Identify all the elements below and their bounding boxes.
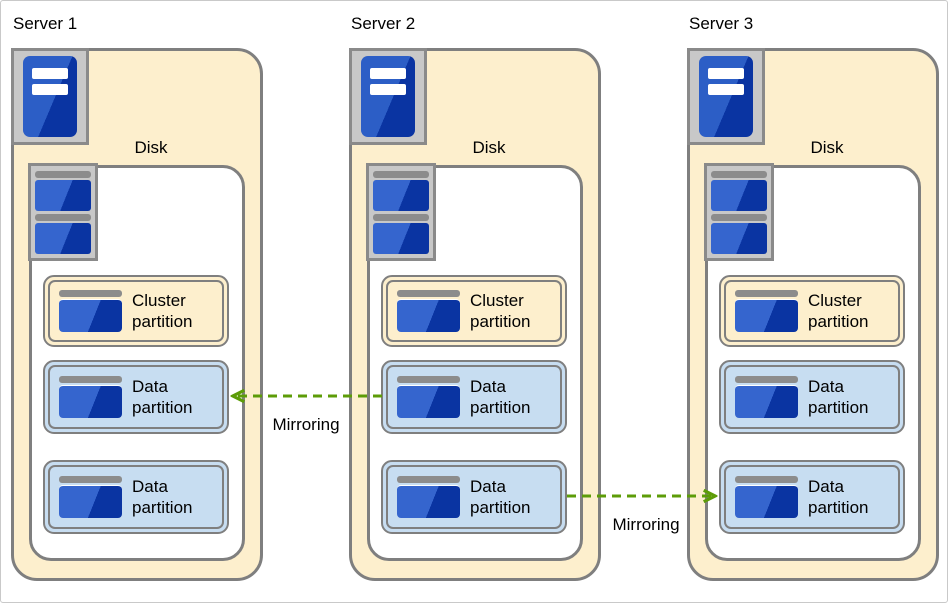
partition-label: Cluster partition (808, 291, 869, 331)
partition-icon (59, 376, 122, 418)
server-group-2: Server 2 Disk Cluster partition Data par… (349, 1, 601, 602)
disk-drive-icon (28, 163, 98, 261)
server-tower-slot (370, 84, 406, 95)
partition-label: Data partition (132, 477, 193, 517)
partition-label: Data partition (470, 377, 531, 417)
disk-label: Disk (810, 138, 844, 157)
disk-platter-icon (711, 170, 767, 211)
partition-label: Cluster partition (470, 291, 531, 331)
disk-platter-icon (373, 170, 429, 211)
server-icon (349, 48, 427, 145)
server-tower-slot (370, 68, 406, 79)
server-icon (687, 48, 765, 145)
partition-label: Data partition (808, 477, 869, 517)
data-partition-box: Data partition (381, 360, 567, 434)
partition-label: Cluster partition (132, 291, 193, 331)
data-partition-box: Data partition (381, 460, 567, 534)
partition-inner: Cluster partition (386, 280, 562, 342)
server-name-label: Server 3 (689, 14, 754, 33)
server-tower-slot (708, 84, 744, 95)
server-tower-slot (32, 84, 68, 95)
server-icon (11, 48, 89, 145)
partition-inner: Data partition (724, 365, 900, 429)
server-group-1: Server 1 Disk Cluster partition Data par… (11, 1, 263, 602)
partition-label: Data partition (808, 377, 869, 417)
partition-label: Data partition (470, 477, 531, 517)
mirroring-label-1: Mirroring (272, 415, 340, 434)
server-name-label: Server 1 (13, 14, 78, 33)
partition-inner: Data partition (386, 465, 562, 529)
partition-icon (397, 290, 460, 332)
partition-inner: Cluster partition (724, 280, 900, 342)
server-tower-icon (361, 56, 415, 137)
partition-icon (397, 476, 460, 518)
server-tower-icon (699, 56, 753, 137)
data-partition-box: Data partition (719, 460, 905, 534)
partition-icon (59, 290, 122, 332)
partition-icon (397, 376, 460, 418)
partition-icon (735, 476, 798, 518)
partition-inner: Cluster partition (48, 280, 224, 342)
server-tower-icon (23, 56, 77, 137)
server-name-label: Server 2 (351, 14, 416, 33)
partition-label: Data partition (132, 377, 193, 417)
disk-label: Disk (472, 138, 506, 157)
server-tower-slot (32, 68, 68, 79)
disk-drive-icon (704, 163, 774, 261)
cluster-partition-box: Cluster partition (719, 275, 905, 347)
data-partition-box: Data partition (719, 360, 905, 434)
disk-platter-icon (373, 213, 429, 254)
partition-inner: Data partition (386, 365, 562, 429)
data-partition-box: Data partition (43, 460, 229, 534)
disk-platter-icon (35, 170, 91, 211)
server-group-3: Server 3 Disk Cluster partition Data par… (687, 1, 939, 602)
server-tower-slot (708, 68, 744, 79)
data-partition-box: Data partition (43, 360, 229, 434)
cluster-partition-box: Cluster partition (381, 275, 567, 347)
disk-label: Disk (134, 138, 168, 157)
disk-platter-icon (35, 213, 91, 254)
cluster-partition-box: Cluster partition (43, 275, 229, 347)
partition-inner: Data partition (48, 365, 224, 429)
partition-icon (59, 476, 122, 518)
partition-inner: Data partition (48, 465, 224, 529)
partition-icon (735, 290, 798, 332)
partition-icon (735, 376, 798, 418)
disk-platter-icon (711, 213, 767, 254)
disk-drive-icon (366, 163, 436, 261)
partition-inner: Data partition (724, 465, 900, 529)
mirroring-label-2: Mirroring (612, 515, 680, 534)
